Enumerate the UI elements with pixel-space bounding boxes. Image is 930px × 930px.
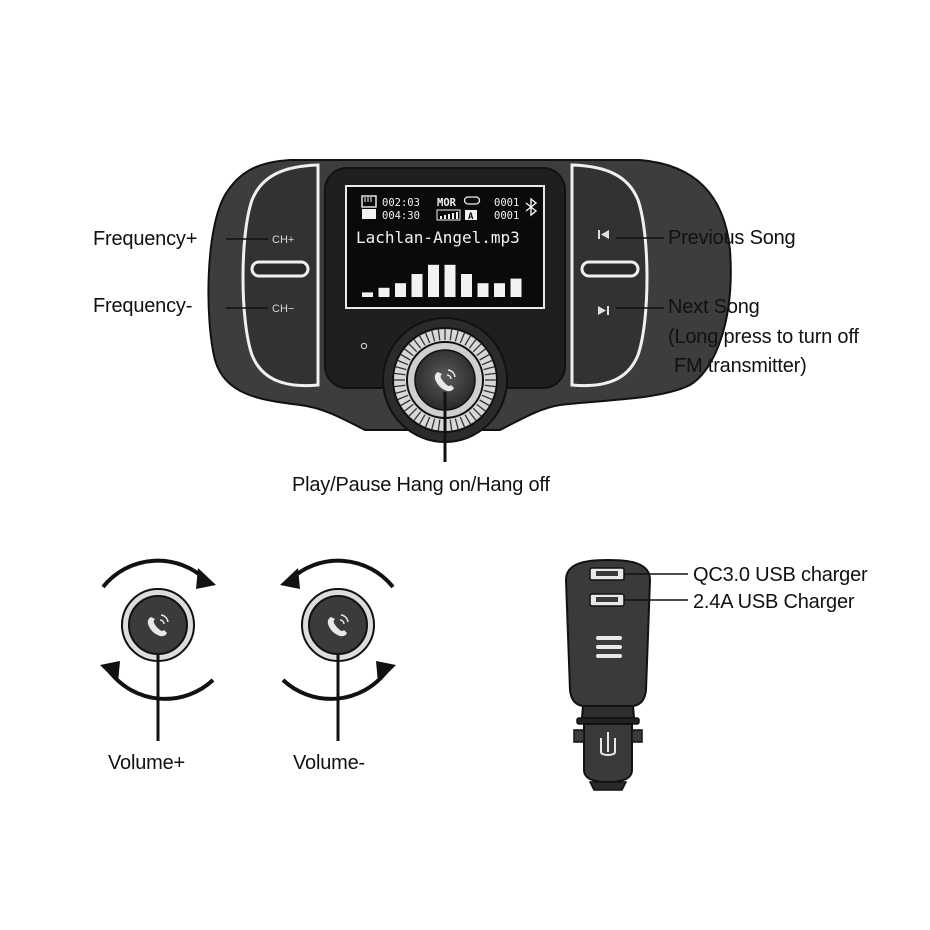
- microphone-hole: [360, 342, 368, 350]
- next-track-icon[interactable]: [598, 306, 609, 315]
- rotate-clockwise-arrow-icon: [101, 558, 208, 589]
- sd-card-icon: [361, 195, 377, 219]
- equalizer-bar: [362, 292, 373, 297]
- lcd-content: 002:03 004:30 MOR A 0001 0001 Lachlan-An…: [356, 195, 538, 297]
- ch-plus-button[interactable]: CH+: [272, 234, 294, 246]
- frequency-minus-label: Frequency-: [93, 295, 193, 317]
- phone-icon: [327, 614, 349, 637]
- next-song-note-line2: FM transmitter): [674, 355, 807, 377]
- equalizer-bar: [411, 274, 423, 297]
- repeat-icon: [463, 196, 481, 205]
- qc-usb-charger-label: QC3.0 USB charger: [693, 564, 868, 586]
- phone-icon: [147, 614, 169, 637]
- volume-plus-diagram: [100, 558, 216, 741]
- frequency-plus-label: Frequency+: [93, 228, 198, 250]
- usb-24a-charger-label: 2.4A USB Charger: [693, 591, 855, 613]
- previous-track-icon[interactable]: [598, 230, 609, 239]
- equalizer-bar: [378, 287, 390, 297]
- folder-indicator: A: [468, 212, 474, 222]
- total-time: 004:30: [382, 210, 420, 222]
- rotate-counterclockwise-arrow-icon: [288, 558, 395, 589]
- phone-icon: [434, 369, 456, 392]
- equalizer-bars: [362, 264, 522, 297]
- song-filename: Lachlan-Angel.mp3: [356, 228, 520, 247]
- charger-body: [564, 558, 652, 707]
- fm-transmitter-front: 002:03 004:30 MOR A 0001 0001 Lachlan-An…: [207, 159, 732, 462]
- equalizer-bar: [461, 274, 472, 297]
- next-song-note-line1: (Long press to turn off: [668, 326, 859, 348]
- volume-minus-label: Volume-: [293, 752, 365, 774]
- equalizer-bar: [428, 264, 439, 297]
- volume-minus-diagram: [280, 558, 396, 741]
- elapsed-time: 002:03: [382, 197, 420, 209]
- car-charger-side: [564, 558, 688, 791]
- signal-bars-icon: [436, 209, 461, 221]
- ch-minus-button[interactable]: CH−: [272, 303, 294, 315]
- track-number: 0001: [494, 197, 519, 209]
- track-count: 0001: [494, 210, 519, 222]
- play-mode: MOR: [437, 197, 457, 209]
- volume-plus-label: Volume+: [108, 752, 185, 774]
- play-pause-knob[interactable]: [382, 317, 508, 443]
- usb-port-icon: [589, 593, 625, 607]
- equalizer-bar: [494, 283, 505, 297]
- equalizer-bar: [477, 283, 489, 297]
- next-song-label: Next Song: [668, 296, 760, 318]
- equalizer-bar: [395, 283, 406, 297]
- play-pause-label: Play/Pause Hang on/Hang off: [292, 474, 550, 496]
- bluetooth-icon: [525, 197, 538, 217]
- equalizer-bar: [444, 264, 456, 297]
- usb-port-icon: [589, 567, 625, 581]
- equalizer-bar: [510, 278, 522, 297]
- previous-song-label: Previous Song: [668, 227, 796, 249]
